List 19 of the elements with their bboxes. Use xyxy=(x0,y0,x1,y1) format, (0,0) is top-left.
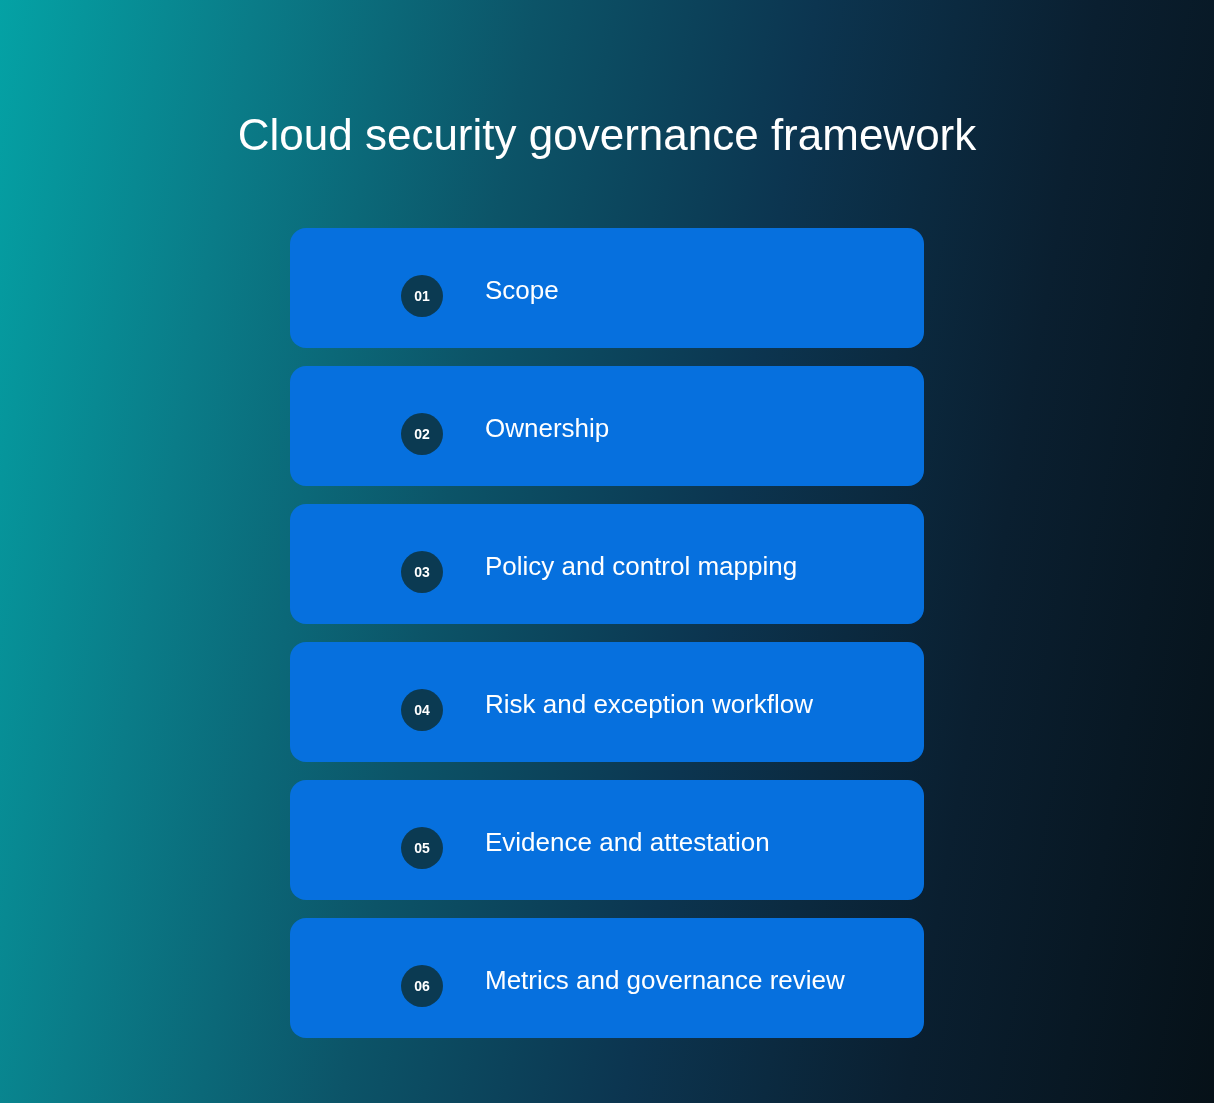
step-number: 03 xyxy=(401,551,443,593)
step-card xyxy=(290,366,924,486)
step-number: 02 xyxy=(401,413,443,455)
step-card xyxy=(290,504,924,624)
diagram-title: Cloud security governance framework xyxy=(236,109,978,161)
step-number: 06 xyxy=(401,965,443,1007)
step-card xyxy=(290,228,924,348)
step-number: 04 xyxy=(401,689,443,731)
step-title: Evidence and attestation xyxy=(485,826,770,858)
step-title: Ownership xyxy=(485,412,610,444)
step-number: 01 xyxy=(401,275,443,317)
step-title: Risk and exception workflow xyxy=(485,688,814,720)
step-title: Scope xyxy=(485,274,559,306)
step-number: 05 xyxy=(401,827,443,869)
step-card xyxy=(290,780,924,900)
step-card xyxy=(290,918,924,1038)
step-title: Metrics and governance review xyxy=(485,964,845,996)
step-title: Policy and control mapping xyxy=(485,550,798,582)
step-card xyxy=(290,642,924,762)
